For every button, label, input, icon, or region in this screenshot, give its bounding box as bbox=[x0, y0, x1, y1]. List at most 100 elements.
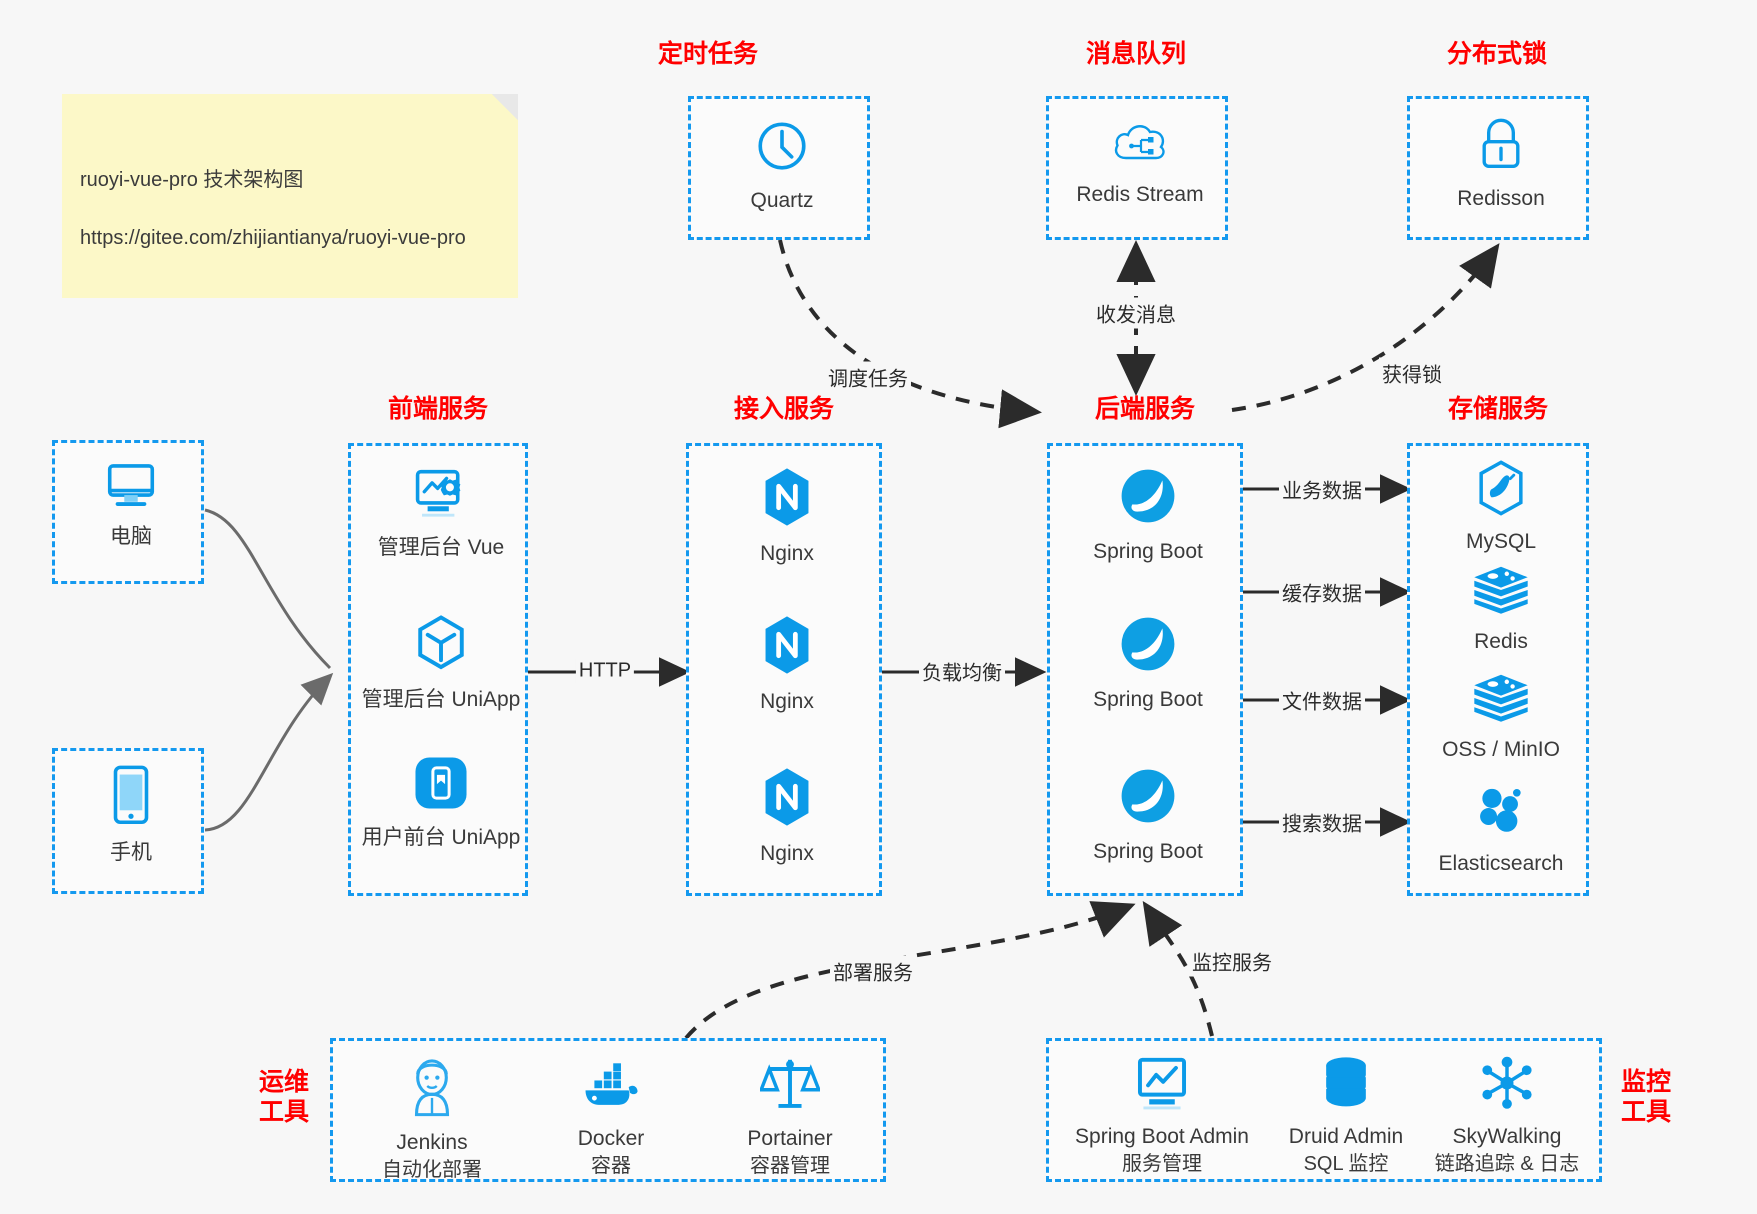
node-label: 手机 bbox=[110, 841, 152, 864]
group-title-frontend: 前端服务 bbox=[387, 395, 488, 423]
node-admin-uniapp[interactable]: 管理后台 UniApp bbox=[351, 614, 531, 713]
group-title-gateway: 接入服务 bbox=[733, 395, 834, 423]
node-sublabel: 服务管理 bbox=[1122, 1153, 1202, 1176]
node-docker[interactable]: Docker 容器 bbox=[526, 1059, 696, 1179]
elasticsearch-icon bbox=[1473, 786, 1529, 843]
edge-label-send-receive-message: 收发消息 bbox=[1093, 297, 1179, 329]
node-label: Spring Boot Admin bbox=[1075, 1125, 1249, 1148]
clock-icon bbox=[753, 117, 811, 180]
edge-label-file-data: 文件数据 bbox=[1279, 684, 1365, 716]
nginx-icon bbox=[759, 614, 815, 681]
jenkins-butler-icon bbox=[404, 1055, 460, 1122]
diagram-note: ruoyi-vue-pro 技术架构图 https://gitee.com/zh… bbox=[62, 94, 518, 298]
monitor-chart-icon bbox=[1133, 1055, 1191, 1116]
desktop-monitor-icon bbox=[103, 459, 159, 516]
node-sublabel: 自动化部署 bbox=[382, 1159, 482, 1182]
node-skywalking[interactable]: SkyWalking 链路追踪 & 日志 bbox=[1417, 1055, 1597, 1177]
group-title-scheduled-task: 定时任务 bbox=[657, 40, 758, 68]
node-user-uniapp[interactable]: 用户前台 UniApp bbox=[351, 754, 531, 851]
group-title-devops: 运维 工具 bbox=[258, 1068, 309, 1126]
node-label: SkyWalking bbox=[1452, 1125, 1562, 1148]
node-label: Spring Boot bbox=[1093, 540, 1203, 563]
node-elasticsearch[interactable]: Elasticsearch bbox=[1410, 786, 1592, 877]
spring-leaf-icon bbox=[1118, 766, 1178, 831]
node-label: Nginx bbox=[760, 542, 814, 565]
group-backend: Spring Boot Spring Boot Spring Boot bbox=[1047, 443, 1243, 896]
node-nginx-1[interactable]: Nginx bbox=[689, 466, 885, 567]
group-storage: MySQL Redis bbox=[1407, 443, 1589, 896]
node-label: Redis Stream bbox=[1076, 183, 1204, 206]
spring-leaf-icon bbox=[1118, 466, 1178, 531]
cloud-stream-icon bbox=[1110, 117, 1170, 174]
node-portainer[interactable]: Portainer 容器管理 bbox=[705, 1055, 875, 1179]
edge-label-cache-data: 缓存数据 bbox=[1279, 576, 1365, 608]
edge-label-search-data: 搜索数据 bbox=[1279, 806, 1365, 838]
node-sublabel: 容器 bbox=[591, 1155, 631, 1178]
node-label: Elasticsearch bbox=[1438, 852, 1564, 875]
node-quartz[interactable]: Quartz bbox=[691, 117, 873, 214]
node-spring-boot-2[interactable]: Spring Boot bbox=[1050, 614, 1246, 713]
node-label: Docker bbox=[577, 1127, 645, 1150]
group-monitor: Spring Boot Admin 服务管理 Druid Admin SQL 监… bbox=[1046, 1038, 1602, 1182]
node-nginx-2[interactable]: Nginx bbox=[689, 614, 885, 715]
phone-app-icon bbox=[412, 754, 470, 817]
group-title-storage: 存储服务 bbox=[1447, 395, 1548, 423]
docker-whale-icon bbox=[580, 1059, 642, 1118]
edge-label-acquire-lock: 获得锁 bbox=[1379, 357, 1445, 389]
nginx-icon bbox=[759, 466, 815, 533]
node-spring-boot-admin[interactable]: Spring Boot Admin 服务管理 bbox=[1057, 1055, 1267, 1177]
node-spring-boot-1[interactable]: Spring Boot bbox=[1050, 466, 1246, 565]
edge-label-monitor-service: 监控服务 bbox=[1189, 945, 1275, 977]
group-title-message-queue: 消息队列 bbox=[1085, 40, 1186, 68]
mobile-phone-icon bbox=[110, 765, 152, 832]
portainer-scale-icon bbox=[758, 1055, 822, 1118]
node-sublabel: 链路追踪 & 日志 bbox=[1434, 1153, 1580, 1176]
edge-label-http: HTTP bbox=[575, 658, 635, 684]
node-label: 管理后台 UniApp bbox=[361, 688, 521, 711]
edge-label-load-balance: 负载均衡 bbox=[919, 655, 1005, 687]
node-mobile[interactable]: 手机 bbox=[55, 765, 207, 866]
node-label: Nginx bbox=[760, 690, 814, 713]
node-label: Jenkins bbox=[396, 1131, 468, 1154]
edge-label-schedule-task: 调度任务 bbox=[825, 361, 911, 393]
node-redis-stream[interactable]: Redis Stream bbox=[1049, 117, 1231, 208]
group-title-backend: 后端服务 bbox=[1094, 395, 1195, 423]
node-desktop[interactable]: 电脑 bbox=[55, 459, 207, 550]
edge-label-deploy-service: 部署服务 bbox=[830, 955, 916, 987]
node-redis[interactable]: Redis bbox=[1410, 564, 1592, 655]
node-spring-boot-3[interactable]: Spring Boot bbox=[1050, 766, 1246, 865]
redis-stack-icon bbox=[1472, 564, 1530, 621]
group-client-mobile: 手机 bbox=[52, 748, 204, 894]
node-nginx-3[interactable]: Nginx bbox=[689, 766, 885, 867]
node-oss-minio[interactable]: OSS / MinIO bbox=[1410, 672, 1592, 763]
node-label: Druid Admin bbox=[1288, 1125, 1404, 1148]
node-label: Redis bbox=[1474, 630, 1528, 653]
group-devops: Jenkins 自动化部署 Docker 容器 bbox=[330, 1038, 886, 1182]
node-label: OSS / MinIO bbox=[1442, 738, 1560, 761]
node-jenkins[interactable]: Jenkins 自动化部署 bbox=[347, 1055, 517, 1183]
edge-label-business-data: 业务数据 bbox=[1279, 473, 1365, 505]
node-label: MySQL bbox=[1465, 530, 1536, 553]
node-admin-vue[interactable]: 管理后台 Vue bbox=[351, 466, 531, 561]
note-line-title: ruoyi-vue-pro 技术架构图 bbox=[80, 169, 304, 191]
nginx-icon bbox=[759, 766, 815, 833]
node-druid-admin[interactable]: Druid Admin SQL 监控 bbox=[1261, 1055, 1431, 1177]
node-label: 管理后台 Vue bbox=[377, 536, 505, 559]
database-cylinder-icon bbox=[1319, 1055, 1373, 1116]
dashboard-gear-icon bbox=[412, 466, 470, 527]
note-fold-corner bbox=[492, 94, 518, 120]
note-line-url: https://gitee.com/zhijiantianya/ruoyi-vu… bbox=[80, 227, 466, 249]
node-mysql[interactable]: MySQL bbox=[1410, 460, 1592, 555]
group-message-queue: Redis Stream bbox=[1046, 96, 1228, 240]
node-label: Spring Boot bbox=[1093, 840, 1203, 863]
node-label: Portainer bbox=[747, 1127, 833, 1150]
node-label: Spring Boot bbox=[1093, 688, 1203, 711]
group-frontend: 管理后台 Vue 管理后台 UniApp 用户前台 UniApp bbox=[348, 443, 528, 896]
node-redisson[interactable]: Redisson bbox=[1410, 117, 1592, 212]
skywalking-node-icon bbox=[1478, 1055, 1536, 1116]
node-label: 用户前台 UniApp bbox=[361, 826, 521, 849]
spring-leaf-icon bbox=[1118, 614, 1178, 679]
node-label: Redisson bbox=[1457, 187, 1545, 210]
mysql-dolphin-icon bbox=[1475, 460, 1527, 521]
